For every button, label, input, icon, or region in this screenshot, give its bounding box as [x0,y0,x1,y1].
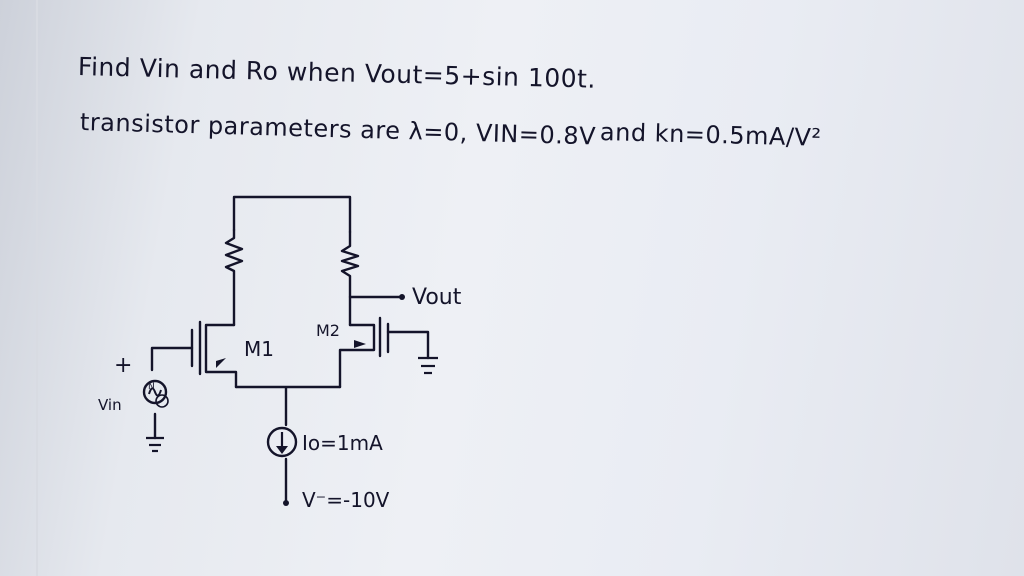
m2-source-arrow [354,340,366,348]
source-n-label: N [148,382,155,392]
vminus-label: V⁻=-10V [302,488,390,512]
right-resistor [340,230,360,327]
m2-drain-channel [338,323,376,389]
m2-ground-symbol [418,356,438,375]
m1-source-arrow [216,358,226,368]
id-current-label: Io=1mA [302,431,383,455]
paper-edge [36,0,38,576]
current-source-symbol [266,426,298,458]
top-rail-wire [232,195,352,234]
vout-node-dot [399,294,405,300]
m1-gate-wire [150,346,194,372]
vin-label: Vin [98,396,122,414]
m2-label: M2 [316,321,340,340]
source-tail-wire [234,385,342,427]
vin-plus-label: + [114,353,132,378]
vminus-node-dot [283,500,289,506]
ac-source-symbol [142,379,169,408]
left-resistor [224,228,244,327]
m1-label: M1 [244,337,274,361]
vout-label: Vout [412,285,462,310]
m1-drain-channel [204,323,238,389]
m2-gate-wire [386,330,430,360]
vin-ground-symbol [146,436,164,453]
